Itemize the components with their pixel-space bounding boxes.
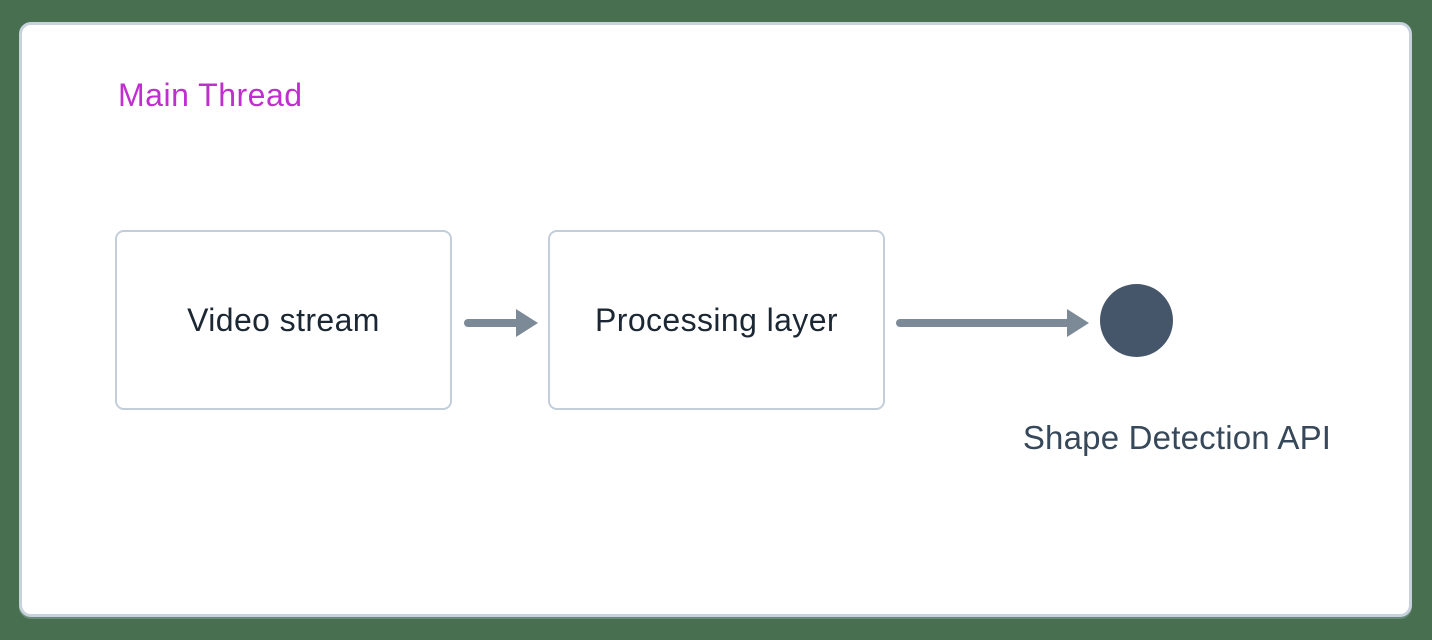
node-processing-layer-label: Processing layer bbox=[595, 301, 838, 338]
endpoint-circle-shape-detection-api bbox=[1100, 284, 1173, 357]
region-label-main-thread: Main Thread bbox=[118, 77, 303, 113]
endpoint-label-shape-detection-api: Shape Detection API bbox=[1022, 419, 1332, 456]
node-video-stream-label: Video stream bbox=[187, 301, 380, 338]
main-thread-card: Main Thread Video stream Processing laye… bbox=[19, 22, 1412, 617]
arrow-icon bbox=[464, 309, 538, 337]
arrow-icon bbox=[896, 309, 1089, 337]
node-processing-layer: Processing layer bbox=[548, 230, 885, 410]
node-video-stream: Video stream bbox=[115, 230, 452, 410]
